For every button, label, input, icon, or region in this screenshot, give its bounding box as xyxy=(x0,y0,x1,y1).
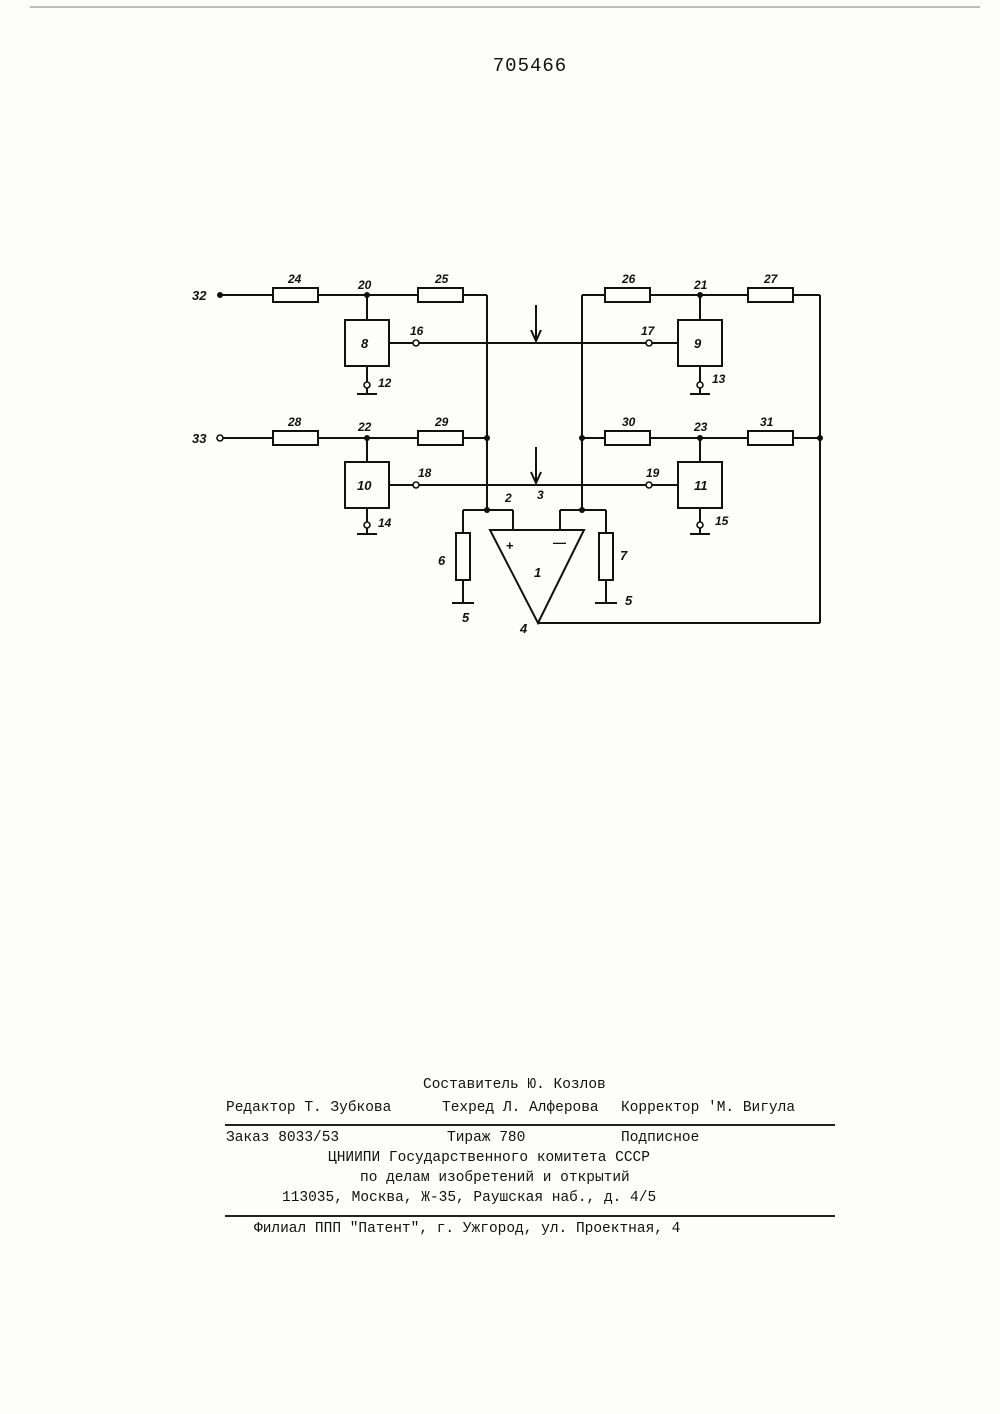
circuit-schematic: 32 33 24 20 25 26 21 27 28 22 29 30 23 3… xyxy=(0,0,1000,700)
label-g14: 14 xyxy=(378,516,392,530)
resistor-25 xyxy=(418,288,463,302)
imprint-org-line2: по делам изобретений и открытий xyxy=(360,1170,630,1186)
imprint-rule-top xyxy=(225,1124,835,1126)
imprint-org-line1: ЦНИИПИ Государственного комитета СССР xyxy=(328,1150,650,1166)
resistor-6 xyxy=(456,533,470,580)
label-n23: 23 xyxy=(693,420,708,434)
label-g5-left: 5 xyxy=(462,610,470,625)
label-r25: 25 xyxy=(434,272,449,286)
label-n21: 21 xyxy=(693,278,708,292)
label-input-32: 32 xyxy=(192,288,207,303)
resistor-28 xyxy=(273,431,318,445)
label-t17: 17 xyxy=(641,324,656,338)
resistor-30 xyxy=(605,431,650,445)
resistor-27 xyxy=(748,288,793,302)
amp-plus-sign: + xyxy=(506,538,514,553)
resistor-31 xyxy=(748,431,793,445)
resistor-7 xyxy=(599,533,613,580)
imprint-editor: Редактор Т. Зубкова xyxy=(226,1100,391,1116)
label-n22: 22 xyxy=(357,420,372,434)
label-n4: 4 xyxy=(519,621,528,636)
imprint-order: Заказ 8033/53 xyxy=(226,1130,339,1146)
label-g15: 15 xyxy=(715,514,729,528)
imprint-address: 113035, Москва, Ж-35, Раушская наб., д. … xyxy=(282,1190,656,1206)
label-block-10: 10 xyxy=(357,478,372,493)
label-n20: 20 xyxy=(357,278,372,292)
label-r29: 29 xyxy=(434,415,449,429)
imprint-composer: Составитель Ю. Козлов xyxy=(423,1077,606,1093)
label-block-11: 11 xyxy=(694,478,708,493)
label-r31: 31 xyxy=(760,415,774,429)
label-g13: 13 xyxy=(712,372,726,386)
label-amp-1: 1 xyxy=(534,565,541,580)
label-n3: 3 xyxy=(537,488,544,502)
label-r7: 7 xyxy=(620,548,628,563)
resistor-26 xyxy=(605,288,650,302)
imprint-rule-bottom xyxy=(225,1215,835,1217)
label-r30: 30 xyxy=(622,415,636,429)
label-block-8: 8 xyxy=(361,336,369,351)
label-input-33: 33 xyxy=(192,431,207,446)
resistor-29 xyxy=(418,431,463,445)
imprint-branch: Филиал ППП "Патент", г. Ужгород, ул. Про… xyxy=(254,1221,680,1237)
label-n2: 2 xyxy=(504,491,512,505)
label-t18: 18 xyxy=(418,466,432,480)
amp-minus-sign: — xyxy=(553,535,566,550)
imprint-corrector: Корректор 'М. Вигула xyxy=(621,1100,795,1116)
label-r28: 28 xyxy=(287,415,302,429)
label-g5-right: 5 xyxy=(625,593,633,608)
label-g12: 12 xyxy=(378,376,392,390)
label-r24: 24 xyxy=(287,272,302,286)
label-block-9: 9 xyxy=(694,336,702,351)
label-t19: 19 xyxy=(646,466,660,480)
label-r6: 6 xyxy=(438,553,446,568)
label-r26: 26 xyxy=(621,272,636,286)
imprint-subscription: Подписное xyxy=(621,1130,699,1146)
resistor-24 xyxy=(273,288,318,302)
label-t16: 16 xyxy=(410,324,424,338)
imprint-techred: Техред Л. Алферова xyxy=(442,1100,599,1116)
label-r27: 27 xyxy=(763,272,779,286)
imprint-circulation: Тираж 780 xyxy=(447,1130,525,1146)
